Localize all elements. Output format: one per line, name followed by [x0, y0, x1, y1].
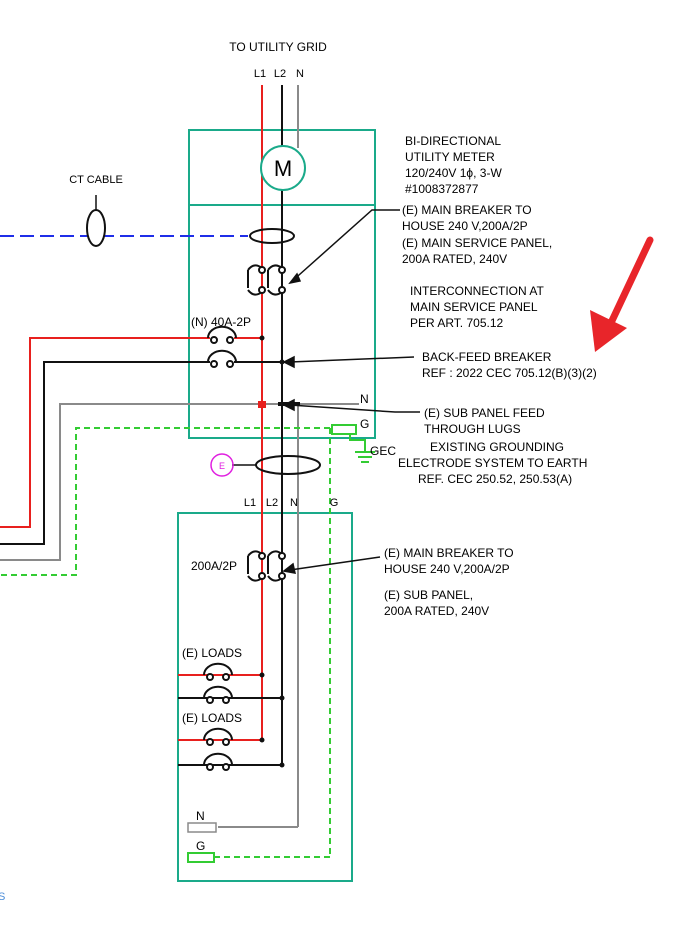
grounding-label-3: REF. CEC 250.52, 250.53(A)	[418, 472, 572, 486]
interconnect-label-3: PER ART. 705.12	[410, 316, 503, 330]
line1-conductors	[0, 85, 263, 741]
main-panel-label-2: 200A RATED, 240V	[402, 252, 507, 266]
neutral-to-backfeed-circuit	[0, 403, 359, 561]
bar-n-label: N	[196, 809, 205, 823]
breaker-40a-label: (N) 40A-2P	[191, 315, 251, 329]
main-breaker-label-2: HOUSE 240 V,200A/2P	[402, 219, 528, 233]
top-n-label: N	[296, 68, 304, 80]
load-breakers-2	[203, 727, 233, 771]
current-transformer-ring	[249, 228, 295, 244]
panel-n-label: N	[360, 392, 369, 406]
utility-meter: M	[260, 145, 306, 191]
edge-mark: S	[0, 891, 5, 903]
subfeed-label-2: THROUGH LUGS	[424, 422, 521, 436]
ct-cable-symbol	[86, 209, 106, 247]
sub-main-label-2: HOUSE 240 V,200A/2P	[384, 562, 510, 576]
main-breaker-label-1: (E) MAIN BREAKER TO	[402, 203, 532, 217]
labels: TO UTILITY GRID L1 L2 N BI-DIRECTIONAL U…	[0, 40, 597, 903]
meter-symbol: M	[274, 156, 292, 181]
sub-panel-label-1: (E) SUB PANEL,	[384, 588, 473, 602]
sub-main-label-1: (E) MAIN BREAKER TO	[384, 546, 514, 560]
junction-dots	[258, 335, 285, 768]
sub-main-breaker-symbol	[247, 550, 286, 582]
meter-label-1: BI-DIRECTIONAL	[405, 134, 501, 148]
gec-label: GEC	[370, 444, 396, 458]
sub-breaker-rating: 200A/2P	[191, 559, 237, 573]
meter-label-2: UTILITY METER	[405, 150, 495, 164]
sub-n-label: N	[290, 497, 298, 509]
main-breaker-symbol	[247, 264, 286, 296]
grounding-label-2: ELECTRODE SYSTEM TO EARTH	[398, 456, 587, 470]
main-panel-label-1: (E) MAIN SERVICE PANEL,	[402, 236, 552, 250]
grounding-label-1: EXISTING GROUNDING	[430, 440, 564, 454]
leader-lines	[282, 209, 420, 574]
interconnect-label-1: INTERCONNECTION AT	[410, 284, 544, 298]
breakers	[203, 264, 286, 771]
meter-label-3: 120/240V 1ϕ, 3-W	[405, 166, 502, 180]
neutral-conductors	[0, 85, 359, 828]
subfeed-label-1: (E) SUB PANEL FEED	[424, 406, 545, 420]
sub-g-label: G	[330, 497, 339, 509]
grounding-electrode: E	[210, 434, 375, 477]
electrode-label: E	[219, 461, 225, 471]
ground-conductors	[0, 427, 331, 858]
electrode-marker	[210, 453, 234, 477]
ct-cable	[0, 195, 295, 247]
interconnect-label-2: MAIN SERVICE PANEL	[410, 300, 538, 314]
grounding-ring	[255, 455, 321, 475]
backfeed-breaker-symbol	[207, 325, 237, 368]
bar-g-label: G	[196, 839, 205, 853]
sub-l1-label: L1	[244, 497, 256, 509]
load-breakers-1	[203, 662, 233, 704]
backfeed-label-1: BACK-FEED BREAKER	[422, 350, 552, 364]
sub-ground-bar	[187, 852, 215, 863]
main-ground-bar	[331, 424, 357, 435]
callout-arrow	[590, 236, 654, 352]
l1-backfeed-circuit	[0, 337, 210, 528]
l2-backfeed-circuit	[0, 361, 210, 545]
top-l1-label: L1	[254, 68, 266, 80]
sub-panel-label-2: 200A RATED, 240V	[384, 604, 489, 618]
backfeed-label-2: REF : 2022 CEC 705.12(B)(3)(2)	[422, 366, 597, 380]
top-l2-label: L2	[274, 68, 286, 80]
sub-neutral-bar	[187, 822, 217, 833]
sub-l2-label: L2	[266, 497, 278, 509]
ct-cable-label: CT CABLE	[69, 174, 123, 186]
meter-label-4: #1008372877	[405, 182, 479, 196]
meter-circle	[260, 145, 306, 191]
utility-grid-label: TO UTILITY GRID	[229, 40, 327, 54]
loads-label-1: (E) LOADS	[182, 646, 242, 660]
panel-bars	[187, 424, 357, 863]
panel-g-label: G	[360, 417, 369, 431]
loads-label-2: (E) LOADS	[182, 711, 242, 725]
line2-conductors	[0, 85, 300, 766]
